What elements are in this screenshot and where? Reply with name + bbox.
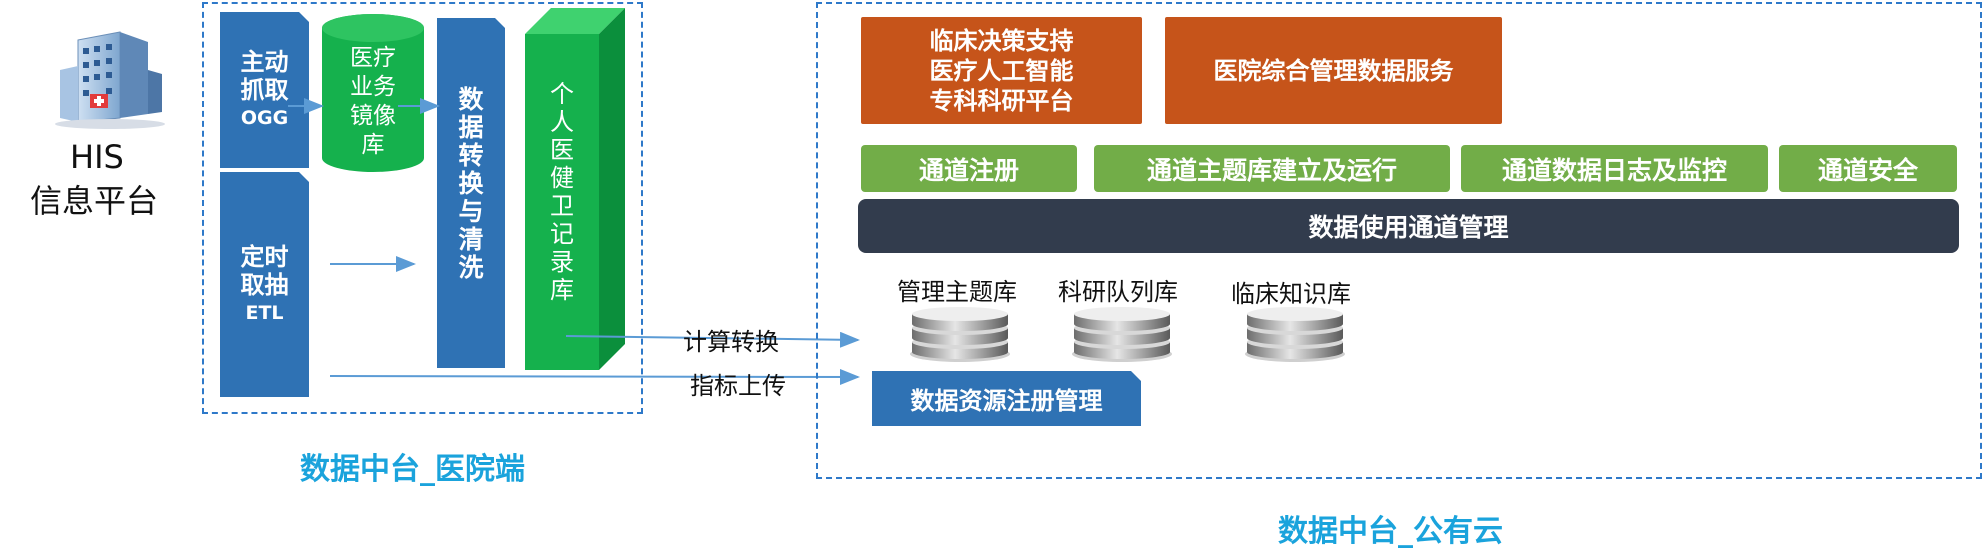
cloud-region [816,2,1982,479]
channel-theme-db: 通道主题库建立及运行 [1094,145,1450,192]
health-record-label: 个 人 医 健 卫 记 录 库 [550,80,574,304]
active-capture-ogg-block: 主动 抓取 OGG [220,12,309,168]
his-title: HIS [70,138,124,176]
channel-security: 通道安全 [1779,145,1957,192]
app-hospital-management-data: 医院综合管理数据服务 [1165,17,1502,124]
channel-management-bar: 数据使用通道管理 [858,199,1959,253]
database-icon-management [910,307,1010,362]
arrow-indicator-upload [329,368,860,385]
db-label-research: 科研队列库 [1058,278,1178,306]
channel-log-monitor: 通道数据日志及监控 [1461,145,1768,192]
hospital-region [202,2,643,414]
database-icon-knowledge [1245,307,1345,362]
indicator-upload-label: 指标上传 [690,372,786,400]
transform-clean-block: 数 据 转 换 与 清 洗 [437,18,505,368]
hospital-caption: 数据中台_医院端 [300,452,525,487]
mirror-db-cylinder-icon [322,14,424,172]
db-label-management: 管理主题库 [897,278,1017,306]
mirror-db-label: 医疗 业务 镜像 库 [350,45,396,158]
hospital-building-icon [55,31,165,129]
app-clinical-ai-research: 临床决策支持 医疗人工智能 专科科研平台 [861,17,1142,124]
cloud-caption: 数据中台_公有云 [1278,514,1503,549]
db-label-knowledge: 临床知识库 [1231,280,1351,308]
compute-transform-label: 计算转换 [683,328,779,356]
health-record-column [525,8,625,370]
his-subtitle: 信息平台 [30,182,159,220]
arrow-compute-transform [565,331,860,348]
timed-extract-etl-block: 定时 取抽 ETL [220,172,309,397]
channel-registration: 通道注册 [861,145,1077,192]
data-resource-registry-block: 数据资源注册管理 [872,371,1141,426]
database-icon-research [1072,307,1172,362]
